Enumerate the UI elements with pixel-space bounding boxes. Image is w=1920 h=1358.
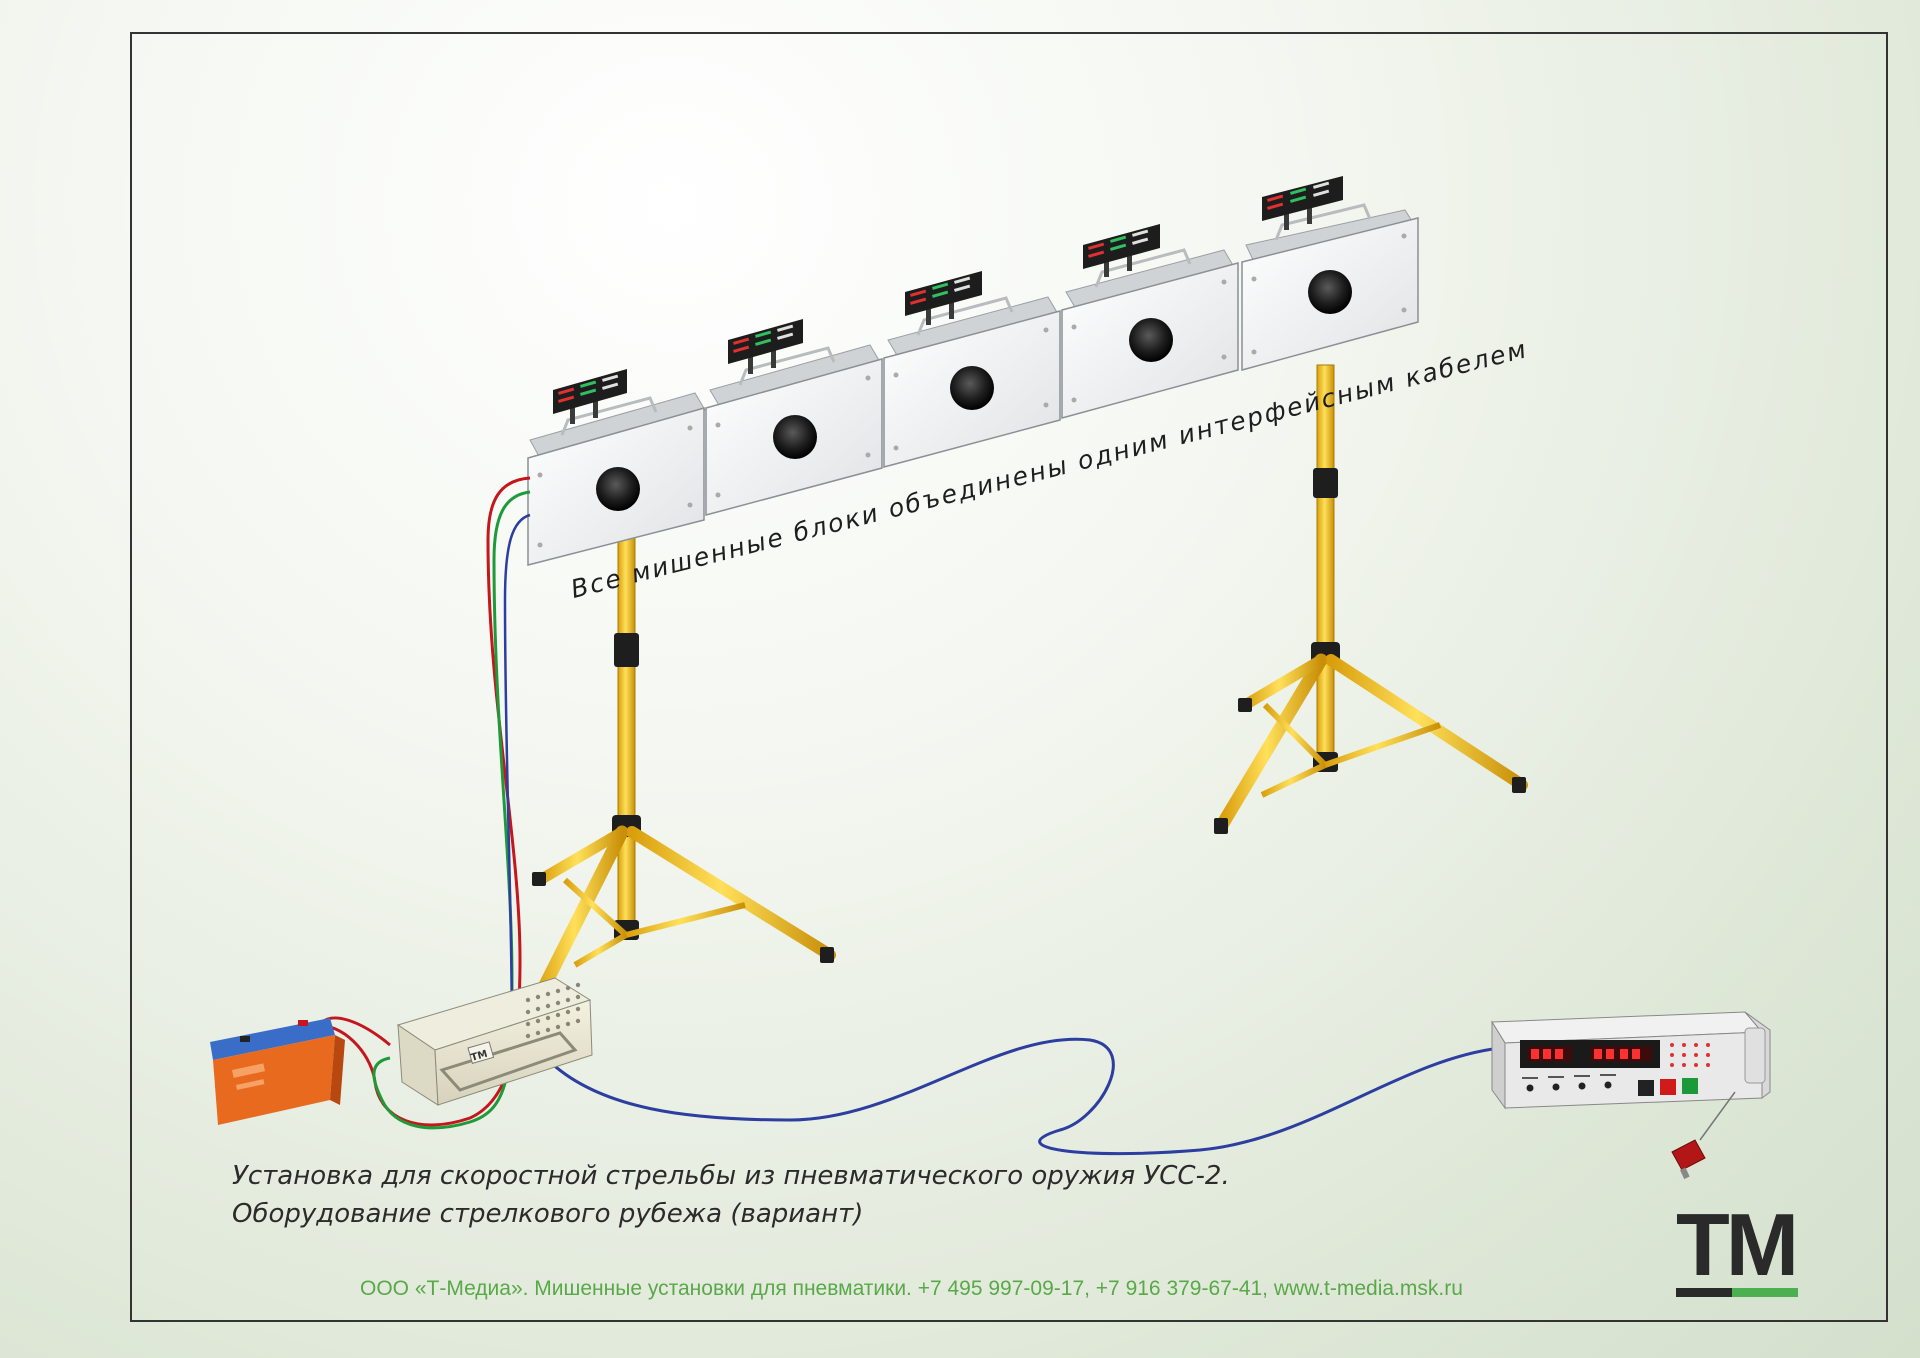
target-block-5 xyxy=(1241,176,1419,371)
figure-caption: Установка для скоростной стрельбы из пне… xyxy=(232,1157,1230,1233)
caption-line-1: Установка для скоростной стрельбы из пне… xyxy=(232,1161,1230,1191)
page-border-frame xyxy=(130,32,1888,1322)
company-footer: ООО «Т-Медиа». Мишенные установки для пн… xyxy=(360,1277,1463,1300)
hub-badge-text: TM xyxy=(470,1049,489,1064)
target-block-1 xyxy=(527,369,706,566)
logo-text: TM xyxy=(1676,1195,1795,1294)
left-tripod-stand xyxy=(527,534,836,1014)
interface-hub-box: TM xyxy=(396,977,593,1106)
right-tripod-stand xyxy=(1214,364,1528,834)
battery xyxy=(210,1018,345,1125)
control-console xyxy=(1491,1011,1771,1180)
tm-logo: TM xyxy=(1676,1195,1799,1297)
target-block-4 xyxy=(1061,224,1239,419)
caption-line-2: Оборудование стрелкового рубежа (вариант… xyxy=(232,1199,864,1229)
target-block-2 xyxy=(705,319,883,516)
target-block-3 xyxy=(883,271,1061,468)
hub-grille xyxy=(525,982,581,1039)
